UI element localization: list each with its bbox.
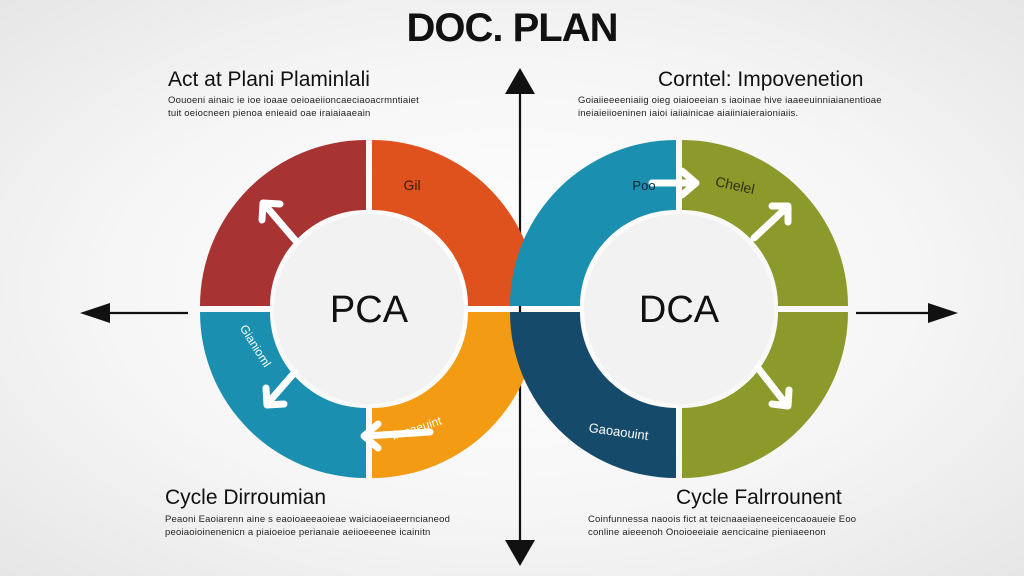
right-cycle-center xyxy=(584,214,774,404)
top-right-paragraph: Goiaiieeeeniaiig oieg oiaioeeian s iaoin… xyxy=(578,94,882,120)
bottom-right-heading: Cycle Falrrounent xyxy=(676,486,842,509)
top-left-paragraph-line-1: Oouoeni ainaic ie ioe ioaae oeioaeiionca… xyxy=(168,95,419,106)
top-left-paragraph-line-2: tuit oeiocneen pienoa enieaid oae iraiai… xyxy=(168,108,371,119)
left-arrow-bottom-left xyxy=(264,368,299,407)
bottom-right-paragraph-line-1: Coinfunnessa naoois fict at teicnaaeiaen… xyxy=(588,514,857,525)
right-arrow-bottom-right xyxy=(754,364,790,408)
right-cycle-ring xyxy=(510,140,848,478)
horizontal-axis-right-arrowhead xyxy=(928,303,958,323)
right-arrow-bottom-right-head xyxy=(768,386,793,410)
bottom-right-paragraph: Coinfunnessa naoois fict at teicnaaeiaen… xyxy=(588,513,856,539)
left-arrow-top xyxy=(261,201,299,244)
right-segment-label-top-left: Poo xyxy=(632,178,655,193)
top-left-heading: Act at Plani Plaminlali xyxy=(168,68,370,91)
right-segment-top-left xyxy=(510,140,676,306)
left-cycle-center-label: PCA xyxy=(330,289,409,331)
right-segment-bottom-right xyxy=(682,312,848,478)
horizontal-axis-left-arrowhead xyxy=(80,303,110,323)
bottom-right-paragraph-line-2: conline aieeenoh Onoioeeiaie aencicaine … xyxy=(588,527,826,538)
page-title: DOC. PLAN xyxy=(406,6,619,50)
left-arrow-top-head xyxy=(258,199,284,224)
top-right-paragraph-line-1: Goiaiieeeeniaiig oieg oiaioeeian s iaoin… xyxy=(578,95,882,106)
left-segment-top-right xyxy=(372,140,538,306)
left-arrow-bottom-right-head xyxy=(360,420,382,452)
right-arrow-top-right-head xyxy=(768,202,792,226)
left-cycle-center xyxy=(274,214,464,404)
bottom-left-heading: Cycle Dirroumian xyxy=(165,486,327,509)
vertical-axis-up-arrowhead xyxy=(505,68,535,94)
vertical-axis-down-arrowhead xyxy=(505,540,535,566)
right-arrow-top-left-head xyxy=(678,167,700,199)
top-right-paragraph-line-2: ineiaieiioeninen iaioi iaiiainicae aiaii… xyxy=(578,108,799,119)
top-right-heading: Corntel: Impovenetion xyxy=(658,68,864,91)
bottom-left-paragraph-line-1: Peaoni Eaoiarenn aine s eaoioaeeaoieae w… xyxy=(165,514,451,525)
right-cycle-center-label: DCA xyxy=(639,289,720,331)
bottom-left-paragraph: Peaoni Eaoiarenn aine s eaoioaeeaoieae w… xyxy=(165,513,450,539)
left-segment-label-top: Gil xyxy=(403,177,420,193)
left-segment-bottom-left xyxy=(200,312,366,478)
left-arrow-bottom-left-head xyxy=(262,384,288,409)
left-arrow-bottom-right xyxy=(362,428,434,440)
top-left-paragraph: Oouoeni ainaic ie ioe ioaae oeioaeiionca… xyxy=(168,94,419,120)
right-segment-bottom-left xyxy=(510,312,676,478)
right-arrow-top-right xyxy=(750,204,790,242)
bottom-left-paragraph-line-2: peoiaoioinenenicn a piaioeioe perianaie … xyxy=(165,527,431,538)
